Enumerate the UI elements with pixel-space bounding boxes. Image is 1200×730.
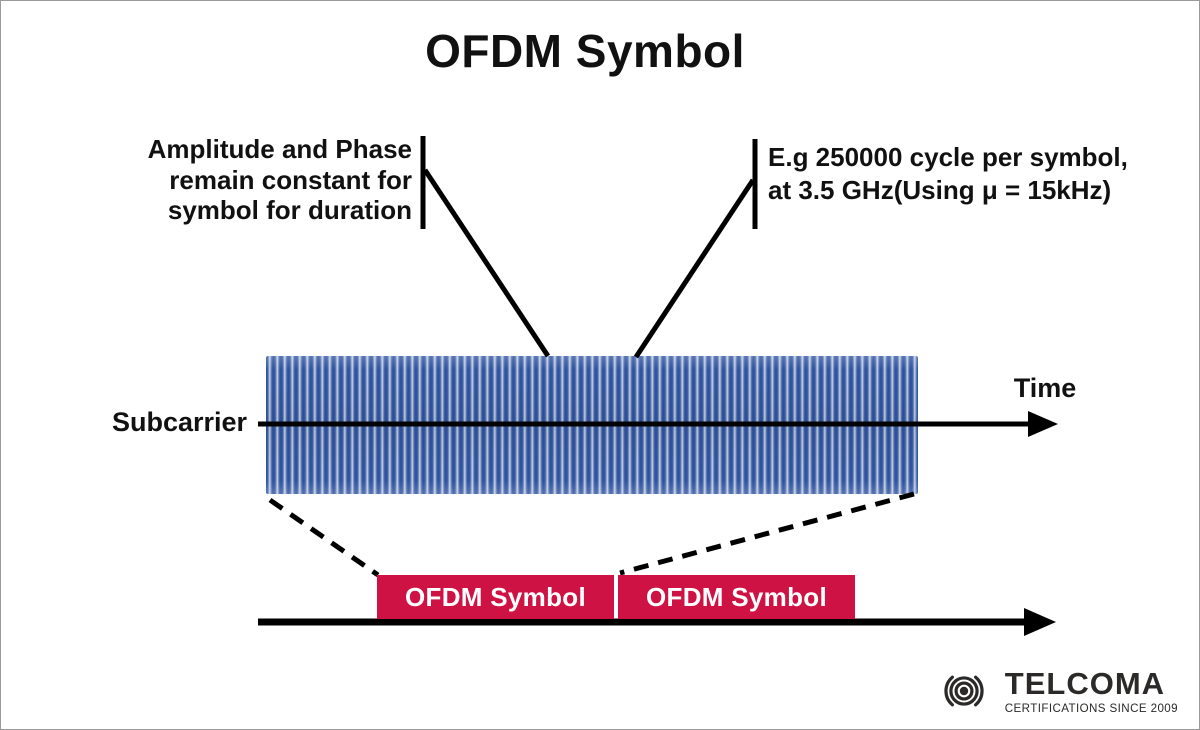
symbol-axis-arrowhead xyxy=(1024,608,1056,636)
ofdm-symbol-box-2: OFDM Symbol xyxy=(618,575,855,619)
logo-name: TELCOMA xyxy=(1004,665,1166,701)
annotation-line: Amplitude and Phase xyxy=(147,134,412,164)
left-dashed-guide-line xyxy=(268,497,380,578)
annotation-line: symbol for duration xyxy=(167,195,412,226)
logo-text-block: TELCOMA CERTIFICATIONS SINCE 2009 xyxy=(1005,668,1178,715)
annotation-line: E.g 250000 cycle per symbol, xyxy=(768,142,1128,172)
annotation-line: remain constant for xyxy=(169,164,412,195)
annotation-amplitude-phase: Amplitude and Phase remain constant for … xyxy=(100,134,412,226)
page-title: OFDM Symbol xyxy=(425,25,745,77)
subcarrier-waveform-band xyxy=(266,356,918,494)
annotation-line: at 3.5 GHz(Using μ = 15kHz) xyxy=(768,174,1112,205)
left-callout-line xyxy=(422,168,551,358)
right-callout-line xyxy=(633,178,756,359)
annotation-cycles-example: E.g 250000 cycle per symbol, at 3.5 GHz(… xyxy=(768,141,1168,206)
subcarrier-label: Subcarrier xyxy=(112,407,248,437)
logo-tagline: CERTIFICATIONS SINCE 2009 xyxy=(1004,701,1178,715)
ofdm-symbol-row: OFDM Symbol OFDM Symbol xyxy=(377,575,855,619)
right-dashed-guide-line xyxy=(619,491,915,576)
time-axis-arrowhead xyxy=(1028,411,1058,437)
time-axis-label: Time xyxy=(1013,373,1077,403)
telcoma-logo: TELCOMA CERTIFICATIONS SINCE 2009 xyxy=(921,664,1178,718)
ofdm-symbol-box-1: OFDM Symbol xyxy=(377,575,614,619)
radio-waves-icon xyxy=(944,675,984,707)
